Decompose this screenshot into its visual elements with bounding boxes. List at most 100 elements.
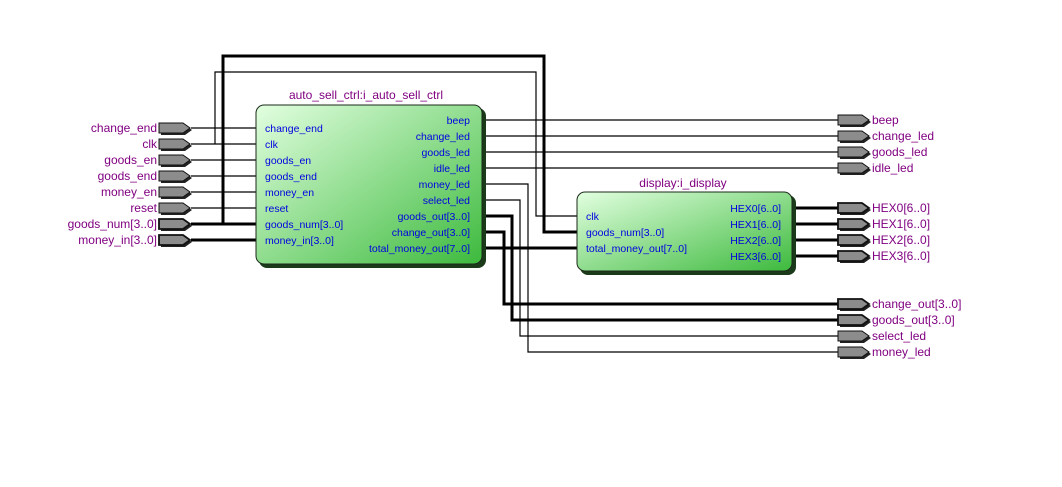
input-pin-money-en[interactable]: money_en [101,185,192,199]
pin-label: money_led [872,345,931,359]
pin-shape [158,202,191,214]
wire-goods-num-to-display [221,54,577,234]
pin-shape [158,154,191,166]
output-pin-select-led[interactable]: select_led [837,329,926,343]
wire-select-led [482,199,838,337]
port-change-end: change_end [265,123,323,135]
pin-label: HEX0[6..0] [872,201,930,215]
input-pin-goods-end[interactable]: goods_end [98,169,192,183]
port-clk: clk [265,139,279,151]
pin-label: beep [872,113,899,127]
pin-label: goods_out[3..0] [872,313,955,327]
pin-shape [837,114,870,126]
port-select-led: select_led [423,195,470,207]
in-ports: clk goods_num[3..0] total_money_out[7..0] [586,211,687,255]
output-pin-beep[interactable]: beep [837,113,899,127]
input-pin-clk[interactable]: clk [142,137,192,151]
pin-shape [837,146,870,158]
port-goods-led: goods_led [422,147,471,159]
wire-money-led [482,183,838,353]
pin-shape [837,314,871,326]
port-total-money-out: total_money_out[7..0] [369,243,470,255]
pin-shape [837,162,870,174]
input-pin-goods-en[interactable]: goods_en [104,153,192,167]
port-hex2: HEX2[6..0] [730,235,781,247]
output-pin-goods-led[interactable]: goods_led [837,145,927,159]
input-pin-goods-num[interactable]: goods_num[3..0] [68,217,192,231]
out-ports: HEX0[6..0] HEX1[6..0] HEX2[6..0] HEX3[6..0] [730,203,781,263]
pin-shape [837,298,871,310]
pin-shape [837,250,871,262]
pin-label: idle_led [872,161,913,175]
output-pin-goods-out[interactable]: goods_out[3..0] [837,313,955,327]
port-hex0: HEX0[6..0] [730,203,781,215]
pin-label: goods_end [98,169,157,183]
pin-label: clk [142,137,158,151]
port-beep: beep [447,115,471,127]
output-pin-hex2-2[interactable]: HEX2[6..0] [837,233,930,247]
port-change-out: change_out[3..0] [392,227,470,239]
pin-label: money_in[3..0] [78,233,157,247]
pin-shape [158,234,192,246]
port-idle-led: idle_led [434,163,470,175]
port-goods-num: goods_num[3..0] [265,219,343,231]
pin-label: HEX3[6..0] [872,249,930,263]
pin-label: money_en [101,185,157,199]
input-pin-change-end[interactable]: change_end [91,121,192,135]
pin-label: change_end [91,121,157,135]
input-pin-reset[interactable]: reset [130,201,192,215]
port-goods-end: goods_end [265,171,317,183]
pin-label: goods_num[3..0] [68,217,157,231]
block-body [576,191,793,272]
port-goods-en: goods_en [265,155,311,167]
port-money-en: money_en [265,187,314,199]
port-goods-out: goods_out[3..0] [398,211,470,223]
block-title: auto_sell_ctrl:i_auto_sell_ctrl [289,88,443,102]
pin-shape [837,202,871,214]
output-pins: beep change_led goods_led idle_ledHEX0[6..0… [837,113,961,359]
pin-shape [837,234,871,246]
input-pin-money-in[interactable]: money_in[3..0] [78,233,192,247]
pin-shape [158,186,191,198]
port-clk: clk [586,211,600,223]
output-pin-hex3-3[interactable]: HEX3[6..0] [837,249,930,263]
block-auto-sell-ctrl[interactable]: auto_sell_ctrl:i_auto_sell_ctrl change_e… [255,88,486,268]
pin-shape [837,346,870,358]
pin-label: HEX2[6..0] [872,233,930,247]
wire-change-out [482,230,838,306]
block-display[interactable]: display:i_display clk goods_num[3..0]tota… [576,176,796,275]
pin-label: reset [130,201,157,215]
pin-shape [158,122,191,134]
port-hex3: HEX3[6..0] [730,251,781,263]
port-change-led: change_led [416,131,470,143]
out-ports: beep change_led goods_led idle_led money_led… [369,115,470,255]
pin-shape [837,330,870,342]
pin-label: change_out[3..0] [872,297,961,311]
output-pin-money-led[interactable]: money_led [837,345,931,359]
output-pin-hex0-0[interactable]: HEX0[6..0] [837,201,930,215]
output-pin-change-led[interactable]: change_led [837,129,934,143]
port-hex1: HEX1[6..0] [730,219,781,231]
port-money-in: money_in[3..0] [265,235,334,247]
pin-shape [158,138,191,150]
pin-shape [837,218,871,230]
pin-label: change_led [872,129,934,143]
pin-shape [837,130,870,142]
wires [191,54,838,353]
wire-goods-out [482,214,838,322]
pin-label: HEX1[6..0] [872,217,930,231]
block-title: display:i_display [639,176,726,190]
output-pin-hex1-1[interactable]: HEX1[6..0] [837,217,930,231]
pin-label: select_led [872,329,926,343]
output-pin-change-out[interactable]: change_out[3..0] [837,297,961,311]
port-total-money-out: total_money_out[7..0] [586,243,687,255]
pin-shape [158,218,192,230]
output-pin-idle-led[interactable]: idle_led [837,161,913,175]
port-reset: reset [265,203,288,215]
port-goods-num: goods_num[3..0] [586,227,664,239]
port-money-led: money_led [419,179,471,191]
pin-label: goods_en [104,153,157,167]
